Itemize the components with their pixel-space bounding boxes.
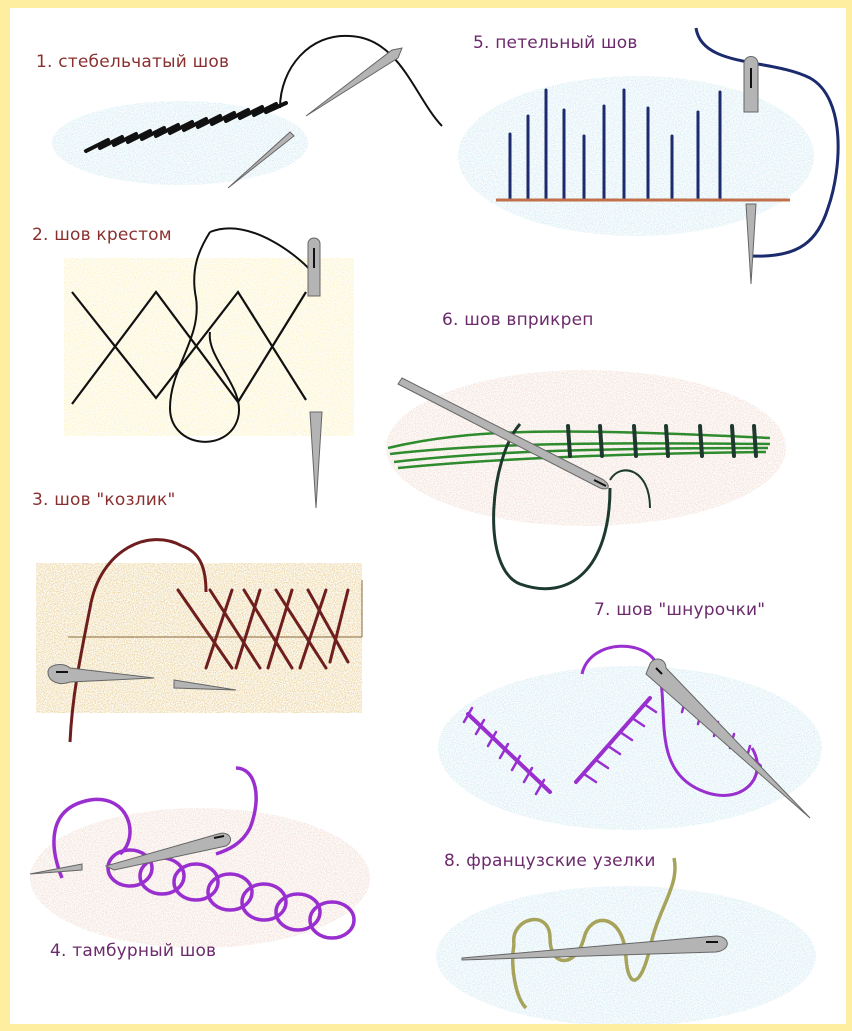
stitch-label-goat: 3. шов "козлик" — [32, 490, 176, 510]
stitch-label-stem: 1. стебельчатый шов — [36, 52, 229, 72]
lacing-stitch-illustration — [438, 646, 822, 830]
stitch-label-french-knots: 8. французские узелки — [444, 851, 656, 871]
stitch-label-buttonhole: 5. петельный шов — [473, 33, 638, 53]
stitch-label-chain: 4. тамбурный шов — [50, 941, 216, 961]
needle-lower — [746, 204, 756, 284]
fabric-swatch — [30, 808, 370, 948]
cross-stitch-illustration — [64, 228, 354, 508]
couching-stitch-illustration — [386, 370, 786, 589]
stitch-sheet: 1. стебельчатый шов 2. шов крестом 3. шо… — [10, 8, 846, 1024]
goat-stitch-illustration — [36, 540, 362, 742]
stitch-illustrations — [10, 8, 846, 1024]
french-knots-illustration — [436, 858, 816, 1024]
stitch-label-couching: 6. шов вприкреп — [442, 310, 594, 330]
needle-lower — [310, 412, 322, 508]
stitch-label-lacing: 7. шов "шнурочки" — [594, 600, 765, 620]
stitch-label-cross: 2. шов крестом — [32, 225, 172, 245]
fabric-swatch — [438, 666, 822, 830]
fabric-swatch — [52, 101, 308, 185]
needle — [306, 48, 402, 116]
buttonhole-stitch-illustration — [458, 28, 838, 284]
chain-stitch-illustration — [30, 768, 370, 948]
